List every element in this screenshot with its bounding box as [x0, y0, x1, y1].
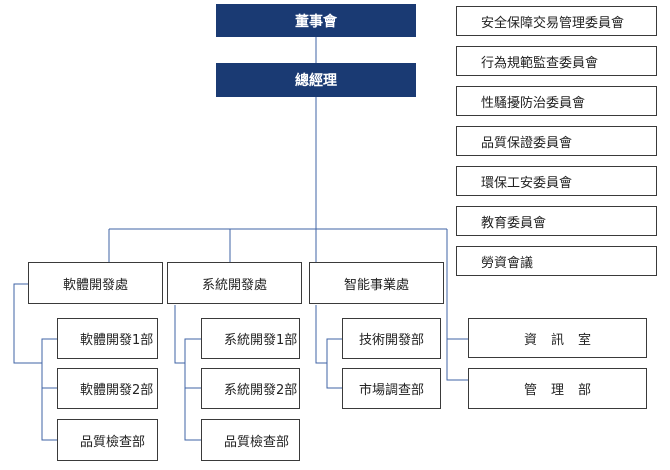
division-system: 系統開發處: [167, 262, 302, 304]
office-management: 管理部: [468, 368, 647, 409]
committee-education: 教育委員會: [456, 206, 657, 236]
system-units-bracket: [184, 338, 201, 441]
division-intelligent: 智能事業處: [309, 262, 444, 304]
system-division-bracket: [174, 305, 185, 364]
committee-labor-council: 勞資會議: [456, 246, 657, 276]
unit-system-qa: 品質檢查部: [201, 419, 300, 461]
software-units-bracket: [41, 338, 57, 441]
unit-software-dev-2: 軟體開發2部: [57, 368, 158, 409]
unit-software-dev-1: 軟體開發1部: [57, 318, 158, 359]
board-box: 董事會: [216, 4, 416, 37]
committee-harassment-prevention: 性騷擾防治委員會: [456, 86, 657, 116]
software-division-bracket: [13, 283, 42, 364]
unit-software-qa: 品質檢查部: [57, 419, 158, 461]
committee-conduct-audit: 行為規範監查委員會: [456, 46, 657, 76]
committee-security-trade: 安全保障交易管理委員會: [456, 6, 657, 36]
unit-system-dev-2: 系統開發2部: [201, 368, 300, 409]
division-software: 軟體開發處: [28, 262, 163, 304]
general-manager-box: 總經理: [216, 63, 416, 97]
unit-market-research: 市場調查部: [342, 368, 441, 409]
committee-environment-safety: 環保工安委員會: [456, 166, 657, 196]
committee-quality-assurance: 品質保證委員會: [456, 126, 657, 156]
drop-intelligent-division: [446, 229, 468, 381]
unit-system-dev-1: 系統開發1部: [201, 318, 300, 359]
office-information: 資訊室: [468, 318, 647, 358]
unit-tech-dev: 技術開發部: [342, 318, 441, 359]
intelligent-division-bracket: [315, 305, 327, 364]
intelligent-units-bracket: [326, 338, 342, 389]
